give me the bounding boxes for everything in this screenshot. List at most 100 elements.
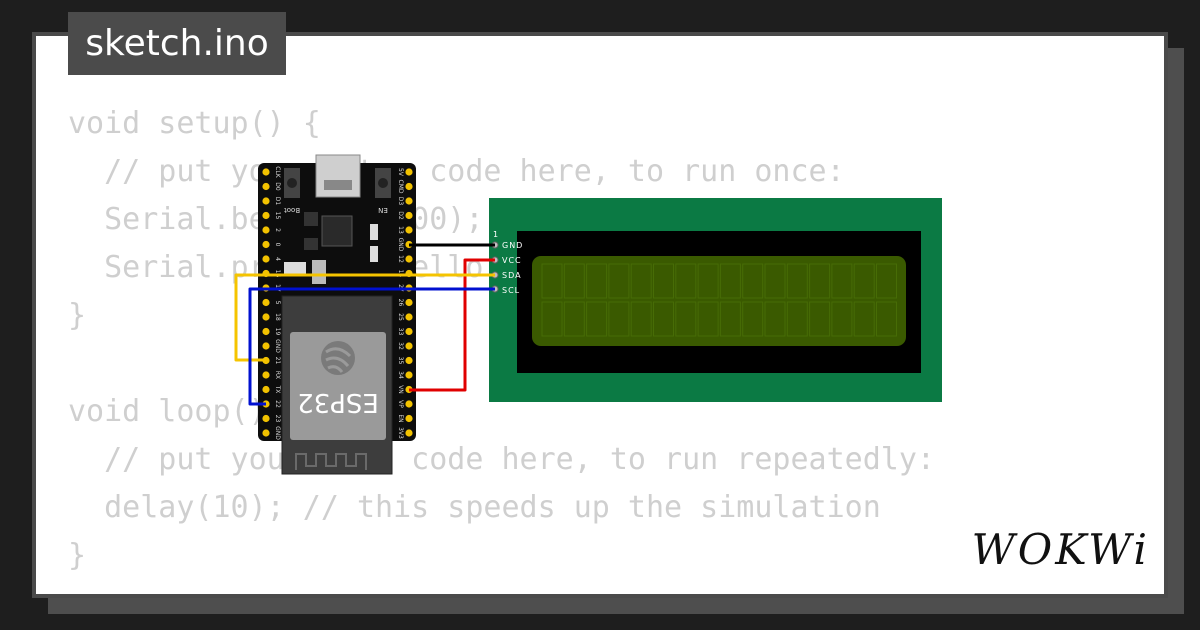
- left-pin-label: 4: [274, 257, 281, 261]
- left-pin-label: 23: [274, 415, 281, 423]
- lcd-char-cell: [675, 301, 697, 337]
- left-pin[interactable]: [262, 240, 270, 249]
- lcd-char-cell: [541, 301, 563, 337]
- smd-component: [370, 246, 378, 262]
- code-line: delay(10); // this speeds up the simulat…: [68, 490, 881, 525]
- right-pin[interactable]: [405, 327, 413, 336]
- right-pin-label: D2: [397, 211, 404, 220]
- left-pin[interactable]: [262, 226, 270, 234]
- left-pin-label: 2: [274, 228, 281, 232]
- lcd-char-cell: [697, 263, 719, 299]
- left-pin-label: D0: [274, 182, 281, 191]
- right-pin-label: 33: [397, 328, 404, 336]
- right-pin[interactable]: [405, 342, 413, 350]
- right-pin[interactable]: [405, 429, 413, 437]
- right-pin[interactable]: [405, 313, 413, 321]
- lcd-char-cell: [586, 301, 608, 337]
- lcd-char-cell: [608, 301, 630, 337]
- left-pin-label: 18: [274, 313, 281, 321]
- wire-vcc[interactable]: [409, 258, 495, 392]
- lcd-screen: [532, 256, 906, 346]
- right-pin[interactable]: [405, 255, 413, 263]
- right-pin-label: 13: [397, 226, 404, 234]
- left-pin-label: GND: [274, 339, 281, 353]
- left-pin-label: 5: [274, 301, 281, 305]
- code-line: void setup() {: [68, 106, 321, 141]
- left-pin[interactable]: [262, 168, 270, 176]
- left-pin-label: 0: [274, 243, 281, 247]
- left-pin[interactable]: [262, 385, 270, 394]
- left-pin[interactable]: [262, 313, 270, 321]
- right-pin-label: VN: [397, 385, 404, 394]
- lcd-char-cell: [608, 263, 630, 299]
- lcd-char-cell: [630, 263, 652, 299]
- esp32-shield-can: [290, 332, 386, 440]
- esp32-board[interactable]: Boot EN ESP32 CLKD0D115204161751819GND21…: [258, 154, 416, 475]
- lcd-char-cell: [719, 301, 741, 337]
- lcd-char-cell: [786, 263, 808, 299]
- lcd-pin1-label: 1: [493, 230, 498, 239]
- left-pin[interactable]: [262, 371, 270, 379]
- left-pin-label: 19: [274, 328, 281, 336]
- lcd-pin-label-gnd: GND: [502, 241, 523, 250]
- left-pin-label: TX: [274, 385, 281, 394]
- lcd-char-cell: [809, 301, 831, 337]
- right-pin[interactable]: [405, 356, 413, 365]
- esp32-chip-label: ESP32: [297, 387, 379, 417]
- lcd-char-cell: [697, 301, 719, 337]
- wire-scl[interactable]: [248, 287, 495, 406]
- lcd-char-cell: [630, 301, 652, 337]
- right-pin-label: EN: [397, 414, 404, 422]
- lcd-pin-label-scl: SCL: [502, 286, 520, 295]
- boot-button-cap: [287, 178, 297, 188]
- right-pin[interactable]: [405, 182, 413, 191]
- espressif-logo-swoosh: [325, 347, 352, 373]
- lcd-char-cell: [586, 263, 608, 299]
- right-pin[interactable]: [405, 226, 413, 234]
- right-pin[interactable]: [405, 298, 413, 307]
- usb-port: [315, 154, 361, 198]
- smd-component: [312, 260, 326, 284]
- usb-uart-chip: [321, 215, 353, 247]
- left-pin[interactable]: [262, 327, 270, 336]
- lcd-char-cell: [764, 263, 786, 299]
- right-pin-label: 3V3: [397, 427, 404, 439]
- lcd-char-cell: [853, 301, 875, 337]
- code-line: }: [68, 298, 87, 333]
- left-pin[interactable]: [262, 211, 270, 220]
- left-pin[interactable]: [262, 414, 270, 423]
- right-pin-label: 25: [397, 313, 404, 321]
- right-pin-label: CMD: [397, 180, 404, 194]
- right-pin[interactable]: [405, 197, 413, 205]
- code-line: }: [68, 538, 87, 573]
- lcd-char-cell: [831, 263, 853, 299]
- small-chip: [304, 238, 318, 250]
- right-pin[interactable]: [405, 211, 413, 220]
- right-pin-label: GND: [397, 238, 404, 252]
- left-pin-label: 21: [274, 357, 281, 365]
- right-pin[interactable]: [405, 168, 413, 176]
- left-pin[interactable]: [262, 255, 270, 263]
- smd-component: [284, 262, 306, 274]
- right-pin[interactable]: [405, 371, 413, 379]
- left-pin[interactable]: [262, 342, 270, 350]
- file-tab[interactable]: sketch.ino: [68, 12, 286, 75]
- right-pin[interactable]: [405, 400, 413, 408]
- left-pin[interactable]: [262, 197, 270, 205]
- left-pin[interactable]: [262, 298, 270, 307]
- lcd-char-cell: [742, 263, 764, 299]
- right-pin[interactable]: [405, 414, 413, 423]
- left-pin-label: GND: [274, 426, 281, 440]
- left-pin-label: RX: [274, 371, 281, 379]
- lcd-char-cell: [786, 301, 808, 337]
- left-pin[interactable]: [262, 429, 270, 437]
- lcd-module[interactable]: 1 GND VCC SDA SCL: [489, 198, 942, 402]
- right-pin-label: 32: [397, 342, 404, 350]
- lcd-char-cell: [653, 301, 674, 337]
- lcd-char-cell: [764, 301, 786, 337]
- lcd-char-cell: [653, 263, 674, 299]
- left-pin[interactable]: [262, 182, 270, 191]
- right-pin-label: VP: [397, 400, 404, 408]
- left-pin-label: CLK: [274, 166, 281, 179]
- right-pin-label: 5V: [397, 168, 404, 177]
